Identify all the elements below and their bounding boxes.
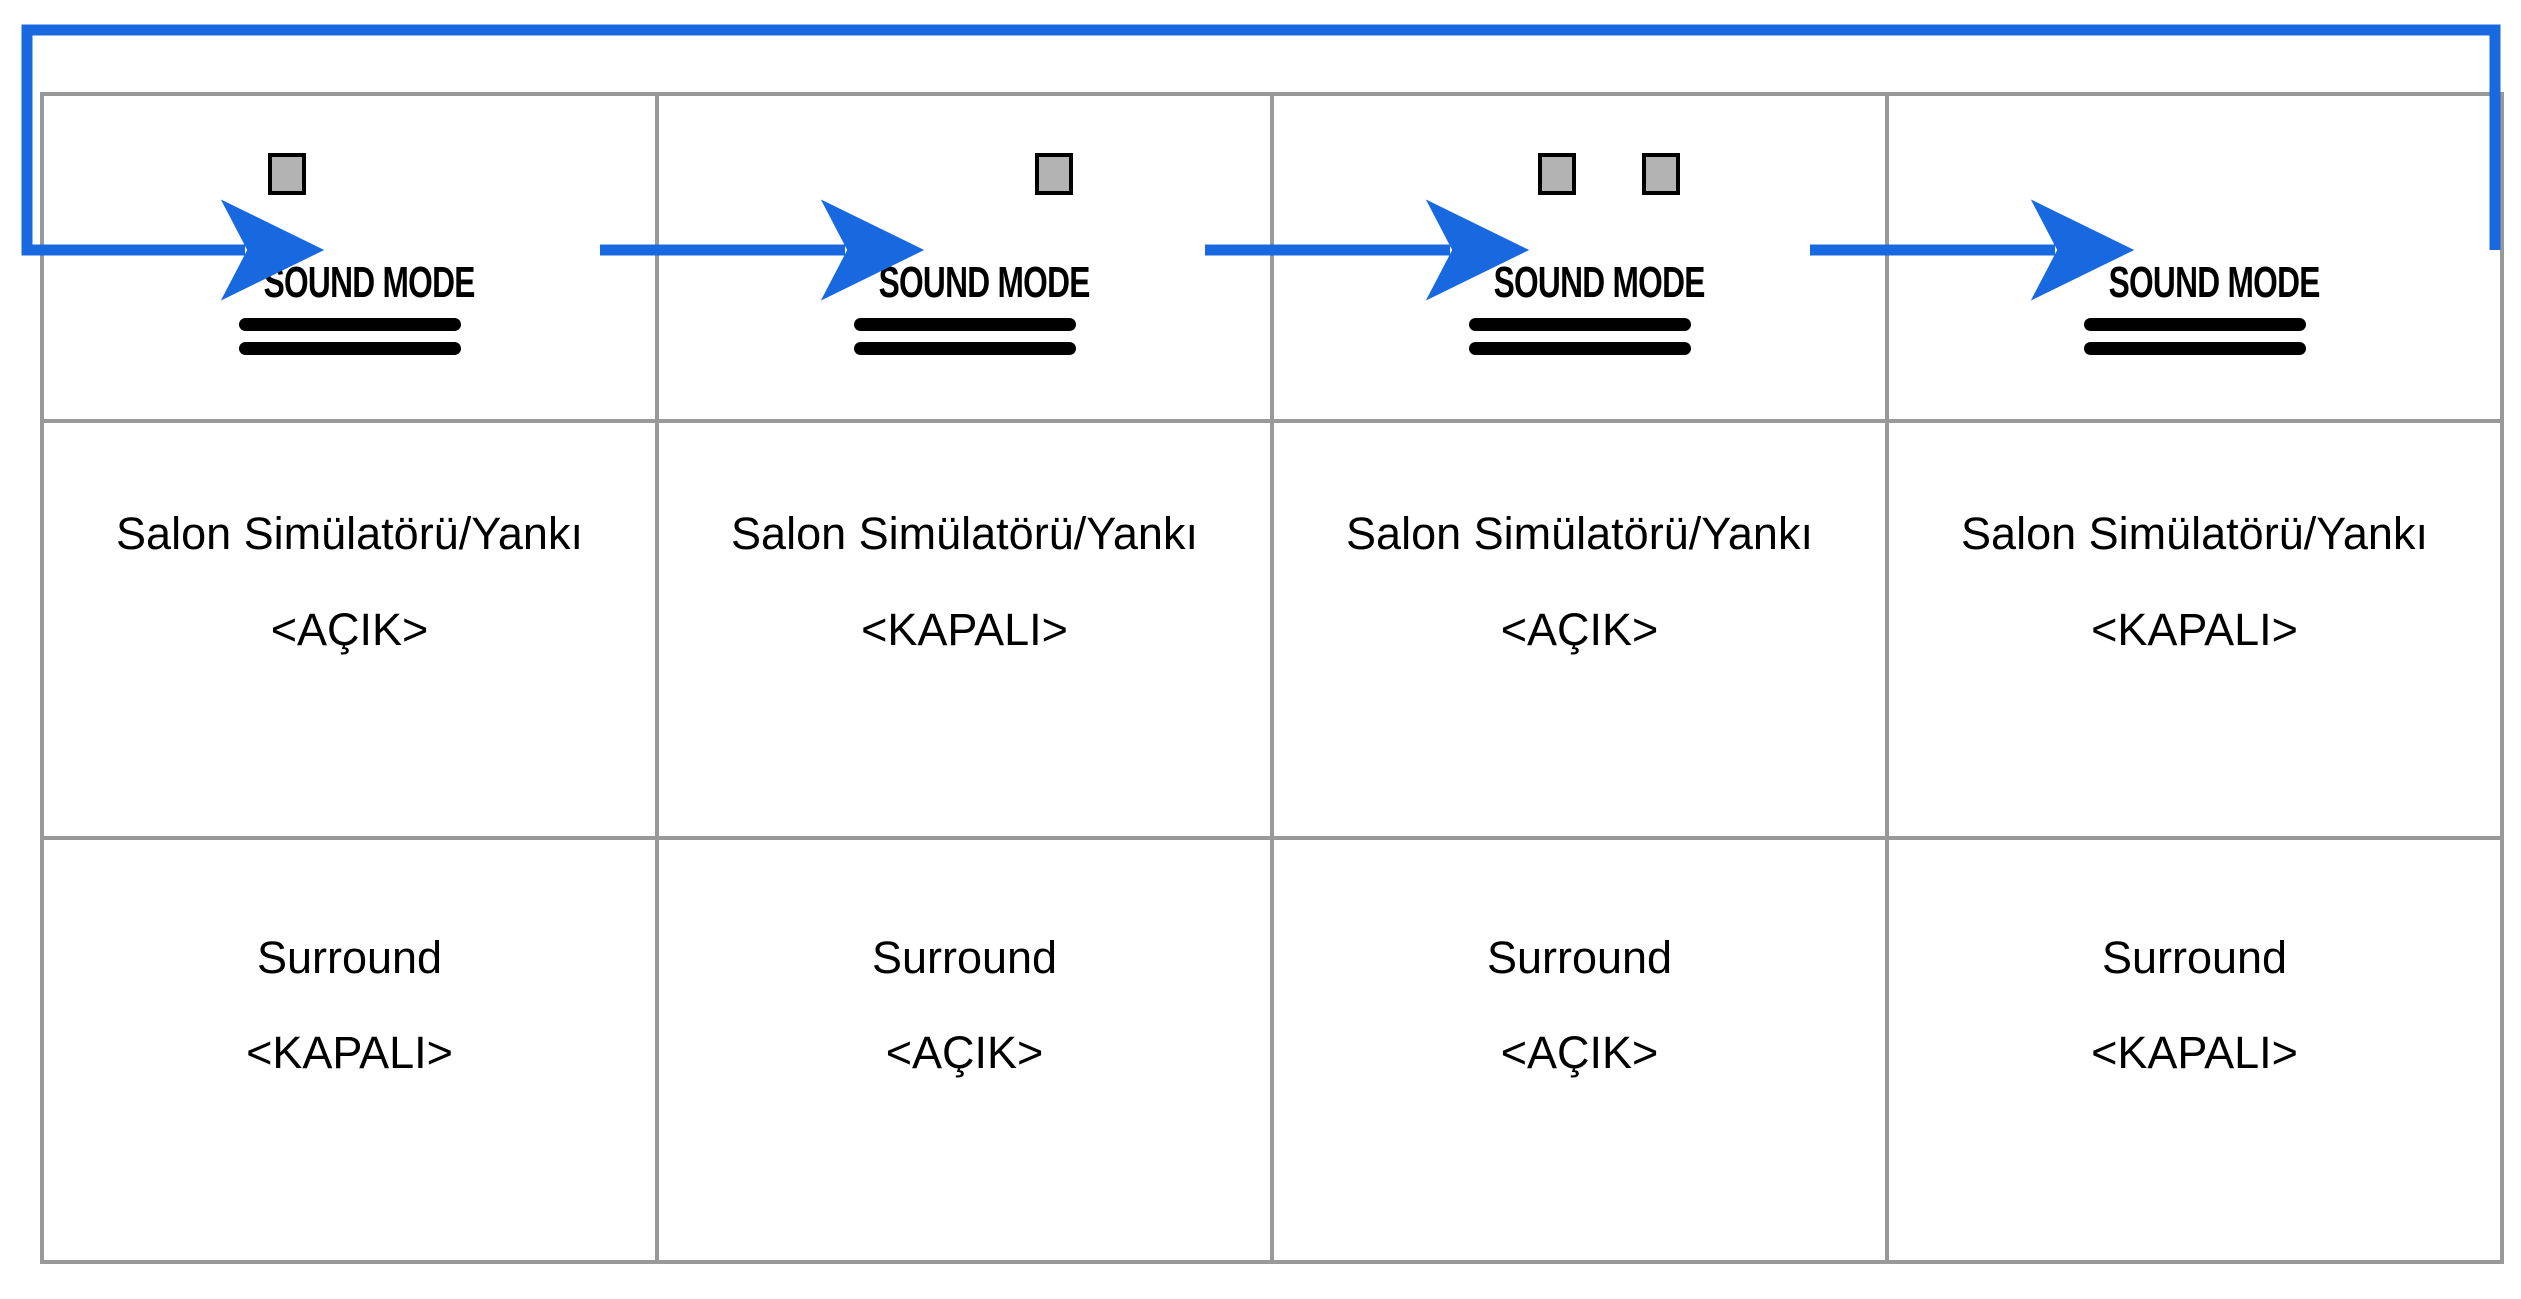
surround-row: Surround <KAPALI> Surround <AÇIK> Surrou… <box>40 836 2504 1264</box>
sound-mode-button-label: SOUND MODE <box>1493 258 1705 307</box>
sound-mode-bar-upper-icon <box>2083 318 2306 331</box>
hall-simulator-label: Salon Simülatörü/Yankı <box>1346 508 1813 559</box>
step-3-button-cell: SOUND MODE <box>1270 92 1889 423</box>
sound-mode-bar-lower-icon <box>2083 342 2306 355</box>
surround-state: <KAPALI> <box>246 1027 453 1078</box>
sound-mode-button-label: SOUND MODE <box>2108 258 2320 307</box>
surround-label: Surround <box>1486 931 1673 983</box>
hall-status-stack: Salon Simülatörü/Yankı <AÇIK> <box>1274 509 1885 750</box>
step-3-button-graphic: SOUND MODE <box>1274 96 1885 419</box>
step-3-hall-cell: Salon Simülatörü/Yankı <AÇIK> <box>1270 419 1889 840</box>
surround-status-stack: Surround <AÇIK> <box>1274 931 1885 1168</box>
step-4-button-graphic: SOUND MODE <box>1889 96 2500 419</box>
sound-mode-bar-lower-icon <box>238 342 461 355</box>
hall-simulator-state: <KAPALI> <box>2091 603 2298 655</box>
surround-status-stack: Surround <KAPALI> <box>44 931 655 1168</box>
surround-state: <KAPALI> <box>2091 1027 2298 1078</box>
hall-simulator-echo-row: Salon Simülatörü/Yankı <AÇIK> Salon Simü… <box>40 419 2504 840</box>
sound-mode-cycle-table: SOUND MODE SOUND MODE <box>40 92 2504 1264</box>
hall-status-stack: Salon Simülatörü/Yankı <KAPALI> <box>659 509 1270 750</box>
indicator-chip-icon <box>1035 153 1073 195</box>
surround-status-stack: Surround <AÇIK> <box>659 931 1270 1168</box>
indicator-chip-icon <box>1642 153 1680 195</box>
sound-mode-bar-lower-icon <box>853 342 1076 355</box>
hall-simulator-label: Salon Simülatörü/Yankı <box>731 508 1198 559</box>
step-2-button-graphic: SOUND MODE <box>659 96 1270 419</box>
indicator-chip-icon <box>268 153 306 195</box>
step-4-surround-cell: Surround <KAPALI> <box>1885 836 2504 1264</box>
sound-mode-button[interactable]: SOUND MODE <box>2075 258 2320 355</box>
step-1-hall-cell: Salon Simülatörü/Yankı <AÇIK> <box>40 419 659 840</box>
sound-mode-bar-lower-icon <box>1468 342 1691 355</box>
step-2-surround-cell: Surround <AÇIK> <box>655 836 1274 1264</box>
surround-label: Surround <box>256 931 443 983</box>
surround-state: <AÇIK> <box>885 1027 1044 1078</box>
step-4-button-cell: SOUND MODE <box>1885 92 2504 423</box>
step-1-button-graphic: SOUND MODE <box>44 96 655 419</box>
step-4-hall-cell: Salon Simülatörü/Yankı <KAPALI> <box>1885 419 2504 840</box>
indicator-chip-icon <box>1538 153 1576 195</box>
hall-status-stack: Salon Simülatörü/Yankı <KAPALI> <box>1889 509 2500 750</box>
sound-mode-button-label: SOUND MODE <box>263 258 475 307</box>
step-2-hall-cell: Salon Simülatörü/Yankı <KAPALI> <box>655 419 1274 840</box>
sound-mode-button-label: SOUND MODE <box>878 258 1090 307</box>
sound-mode-button[interactable]: SOUND MODE <box>845 258 1090 355</box>
hall-simulator-state: <KAPALI> <box>861 603 1068 655</box>
surround-status-stack: Surround <KAPALI> <box>1889 931 2500 1168</box>
step-1-button-cell: SOUND MODE <box>40 92 659 423</box>
sound-mode-button-row: SOUND MODE SOUND MODE <box>40 92 2504 423</box>
step-1-surround-cell: Surround <KAPALI> <box>40 836 659 1264</box>
surround-label: Surround <box>871 931 1058 983</box>
sound-mode-button[interactable]: SOUND MODE <box>1460 258 1705 355</box>
surround-label: Surround <box>2101 931 2288 983</box>
step-3-surround-cell: Surround <AÇIK> <box>1270 836 1889 1264</box>
sound-mode-button[interactable]: SOUND MODE <box>230 258 475 355</box>
sound-mode-bar-upper-icon <box>238 318 461 331</box>
sound-mode-bar-upper-icon <box>1468 318 1691 331</box>
surround-state: <AÇIK> <box>1500 1027 1659 1078</box>
hall-simulator-state: <AÇIK> <box>1500 603 1659 655</box>
hall-status-stack: Salon Simülatörü/Yankı <AÇIK> <box>44 509 655 750</box>
hall-simulator-label: Salon Simülatörü/Yankı <box>1961 508 2428 559</box>
hall-simulator-label: Salon Simülatörü/Yankı <box>116 508 583 559</box>
sound-mode-bar-upper-icon <box>853 318 1076 331</box>
hall-simulator-state: <AÇIK> <box>270 603 429 655</box>
step-2-button-cell: SOUND MODE <box>655 92 1274 423</box>
